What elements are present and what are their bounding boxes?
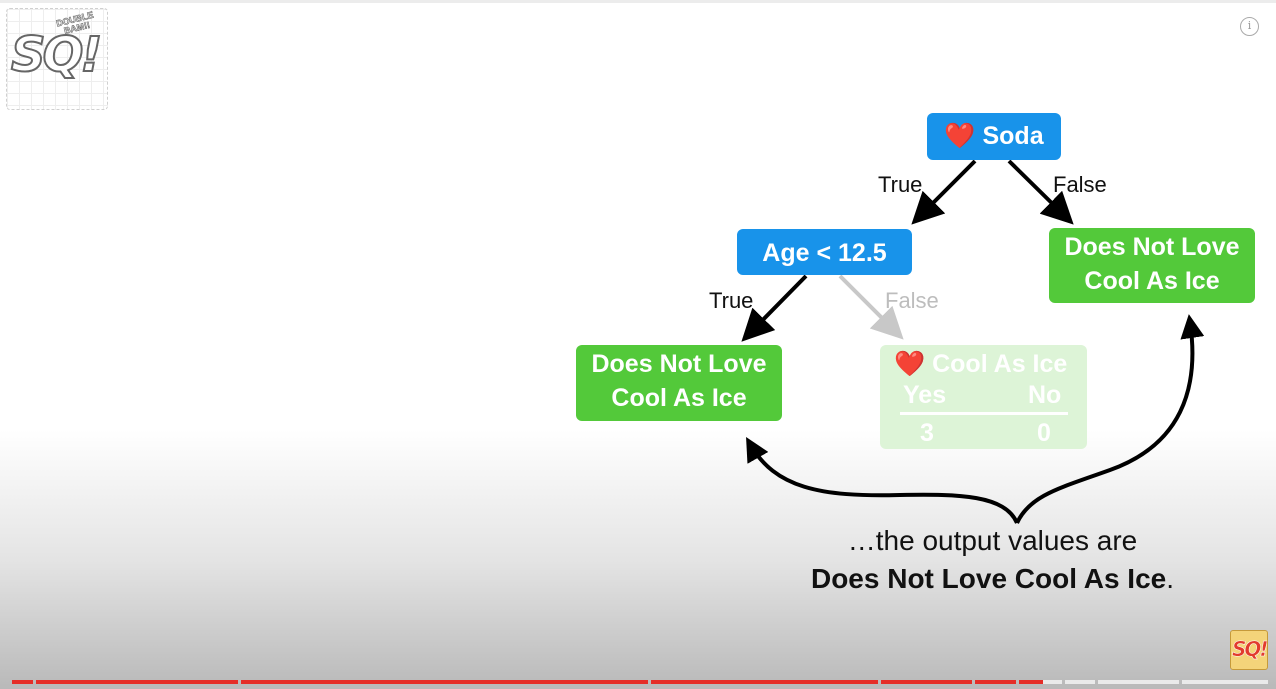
progress-segment[interactable] <box>975 680 1016 684</box>
leaf-right-line1: Does Not Love <box>1064 233 1240 261</box>
faded-heart-icon: ❤️ <box>894 350 926 378</box>
heart-icon: ❤️ <box>944 122 976 150</box>
brace-curve-left <box>746 437 1019 524</box>
progress-segment[interactable] <box>1182 680 1268 684</box>
leaf-right: Does Not Love Cool As Ice <box>1049 228 1255 303</box>
caption-period: . <box>1166 563 1175 594</box>
progress-segment[interactable] <box>1019 680 1043 684</box>
progress-bar[interactable] <box>12 680 1268 684</box>
leaf-left-line1: Does Not Love <box>591 350 767 378</box>
top-border <box>0 0 1276 3</box>
faded-leaf-title: ❤️ Cool As Ice <box>894 348 1067 380</box>
brace-curve-right <box>1015 314 1205 524</box>
faded-leaf: ❤️ Cool As Ice Yes No 3 0 <box>880 345 1087 449</box>
arrow-root-false <box>1007 159 1074 225</box>
faded-leaf-title-text: Cool As Ice <box>932 350 1068 378</box>
leaf-right-line2: Cool As Ice <box>1084 267 1220 295</box>
edge-label-false-root: False <box>1053 172 1107 197</box>
edge-label-true-age: True <box>709 288 754 313</box>
progress-segment[interactable] <box>1043 680 1062 684</box>
info-icon[interactable]: i <box>1240 17 1259 36</box>
progress-segment[interactable] <box>241 680 648 684</box>
edge-label-true-root: True <box>878 172 923 197</box>
progress-segment[interactable] <box>881 680 972 684</box>
logo-main-text: SQ! <box>10 26 103 84</box>
caption-line2: Does Not Love Cool As Ice. <box>700 563 1276 595</box>
faded-val-yes: 3 <box>920 419 934 447</box>
faded-val-no: 0 <box>1037 419 1051 447</box>
arrow-root-true <box>911 159 977 225</box>
arrow-age-false <box>838 274 904 340</box>
node-age: Age < 12.5 <box>737 229 912 275</box>
node-age-label: Age < 12.5 <box>762 239 887 267</box>
caption-bold: Does Not Love Cool As Ice <box>810 563 1167 594</box>
node-soda-label: Soda <box>982 122 1044 150</box>
faded-col-yes: Yes <box>903 381 947 409</box>
progress-segment[interactable] <box>12 680 33 684</box>
progress-segment[interactable] <box>36 680 238 684</box>
faded-col-no: No <box>1028 381 1062 409</box>
progress-segment[interactable] <box>1065 680 1095 684</box>
statquest-logo: SQ! DOUBLE BAM!! <box>6 8 108 110</box>
leaf-left: Does Not Love Cool As Ice <box>576 345 782 421</box>
caption-line1: …the output values are <box>847 525 1138 556</box>
progress-segment[interactable] <box>651 680 878 684</box>
arrow-age-true <box>741 274 808 342</box>
faded-divider <box>900 412 1068 415</box>
edge-label-false-age: False <box>885 288 939 313</box>
node-soda: ❤️ Soda <box>927 113 1061 160</box>
leaf-left-line2: Cool As Ice <box>611 384 747 412</box>
corner-logo: SQ! <box>1230 630 1268 670</box>
progress-segment[interactable] <box>1098 680 1179 684</box>
corner-logo-text: SQ! <box>1232 637 1267 662</box>
